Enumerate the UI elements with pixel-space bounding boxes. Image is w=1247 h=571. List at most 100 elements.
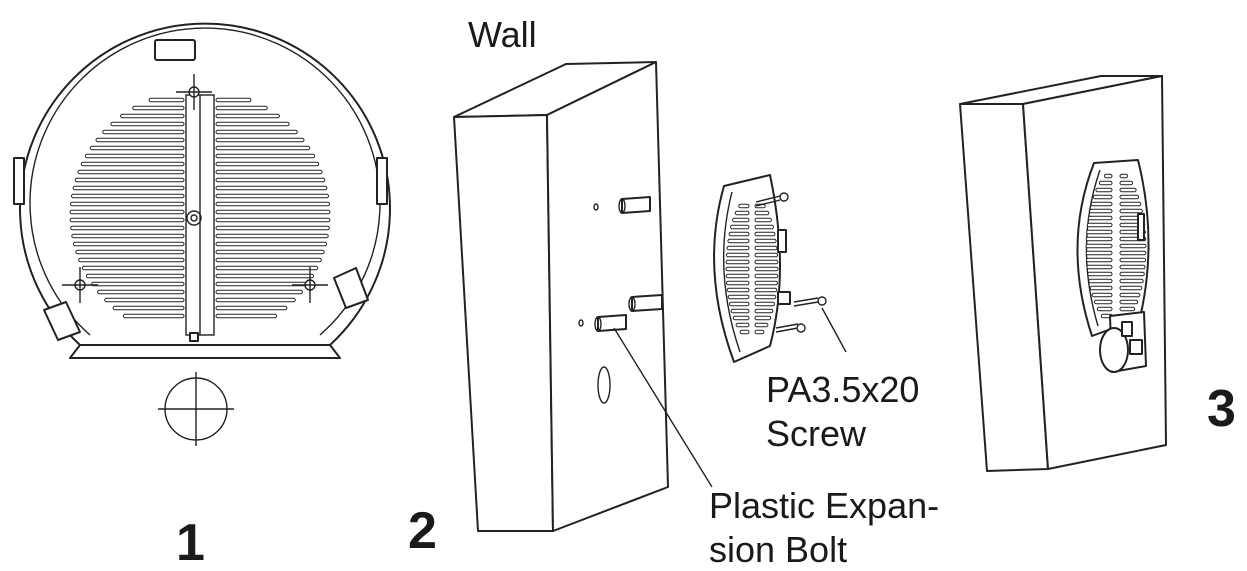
screw-label-line2: Screw [766,413,867,454]
vent-slot [1098,180,1113,186]
vent-slot [74,177,185,183]
vent-slot [215,177,326,183]
vent-slot [69,217,185,223]
vent-slot [215,145,311,151]
vent-slot [102,129,185,135]
vent-slot [754,238,777,244]
vent-slot [215,137,305,143]
vent-slot [70,201,185,207]
vent-slot [1096,306,1113,312]
vent-slot [726,287,750,293]
vent-slot [726,280,750,286]
vent-slot [148,97,185,103]
vent-slot [120,113,185,119]
vent-slot [71,193,185,199]
mounting-plate-side-icon [713,174,847,363]
vent-slot [215,169,323,175]
vent-slot [69,209,185,215]
vent-slot [1090,201,1113,207]
vent-slot [215,305,288,311]
vent-slot [734,210,750,216]
vent-slot [754,224,774,230]
vent-slot [1119,257,1147,263]
vent-slot [215,185,328,191]
vent-slot [72,185,185,191]
wall-label: Wall [468,14,537,55]
vent-slot [754,294,777,300]
vent-slot [1095,187,1113,193]
vent-slot [727,238,750,244]
vent-slot [89,145,185,151]
vent-slot [71,233,185,239]
vent-slot [1119,201,1142,207]
vent-slot [81,265,185,271]
vent-slot [78,257,185,263]
vent-slot [110,121,185,127]
vent-slot [215,289,303,295]
vent-slot [97,289,185,295]
vent-slot [215,209,331,215]
vent-slot [754,280,778,286]
vent-slot [725,266,750,272]
vent-slot [215,241,327,247]
vent-slot [84,153,185,159]
vent-slot [727,294,750,300]
vent-slot [1119,271,1145,277]
vent-slot [80,161,185,167]
vent-slot [215,265,319,271]
vent-slot [1119,208,1143,214]
vent-slot [1104,173,1113,179]
vent-slot [132,105,185,111]
vent-slot [754,217,772,223]
vent-slot [1085,250,1113,256]
vent-slot [732,315,750,321]
vent-slot [1119,306,1136,312]
vent-slot [1086,264,1113,270]
vent-slot [215,225,330,231]
ventilation-slots [69,97,331,319]
vent-slot [725,252,750,258]
screw-label-line1: PA3.5x20 [766,369,919,410]
vent-slot [215,273,314,279]
vent-slot [1093,299,1113,305]
vent-slot [112,305,185,311]
vent-slot [215,97,252,103]
wall-block-icon [453,61,713,532]
vent-slot [215,153,316,159]
vent-slot [754,329,765,335]
bolt-label-line2: sion Bolt [709,529,847,570]
vent-slot [95,137,185,143]
vent-slot [1087,215,1113,221]
vent-slot [215,297,296,303]
vent-slot [754,308,774,314]
vent-slot [1119,194,1140,200]
vent-slot [1089,285,1113,291]
vent-slot [1119,292,1141,298]
vent-slot [77,169,185,175]
vent-slot [215,249,325,255]
vent-slot [729,301,750,307]
vent-slot [754,245,778,251]
vent-slot [754,210,770,216]
step-2-number: 2 [408,502,437,560]
vent-slot [86,273,185,279]
vent-slot [70,225,185,231]
vent-slot [215,201,330,207]
vent-slot [730,308,750,314]
vent-slot [754,273,779,279]
vent-slot [725,259,750,265]
vent-slot [91,281,185,287]
vent-slot [738,203,750,209]
vent-slot [215,113,280,119]
vent-slot [122,313,185,319]
vent-slot [1119,173,1128,179]
vent-slot [215,217,331,223]
vent-slot [1085,236,1113,242]
vent-slot [1119,264,1146,270]
mounting-plate-icon [13,22,391,446]
vent-slot [754,266,779,272]
side-slots [725,203,779,335]
vent-slot [732,217,750,223]
vent-slot [1119,278,1144,284]
